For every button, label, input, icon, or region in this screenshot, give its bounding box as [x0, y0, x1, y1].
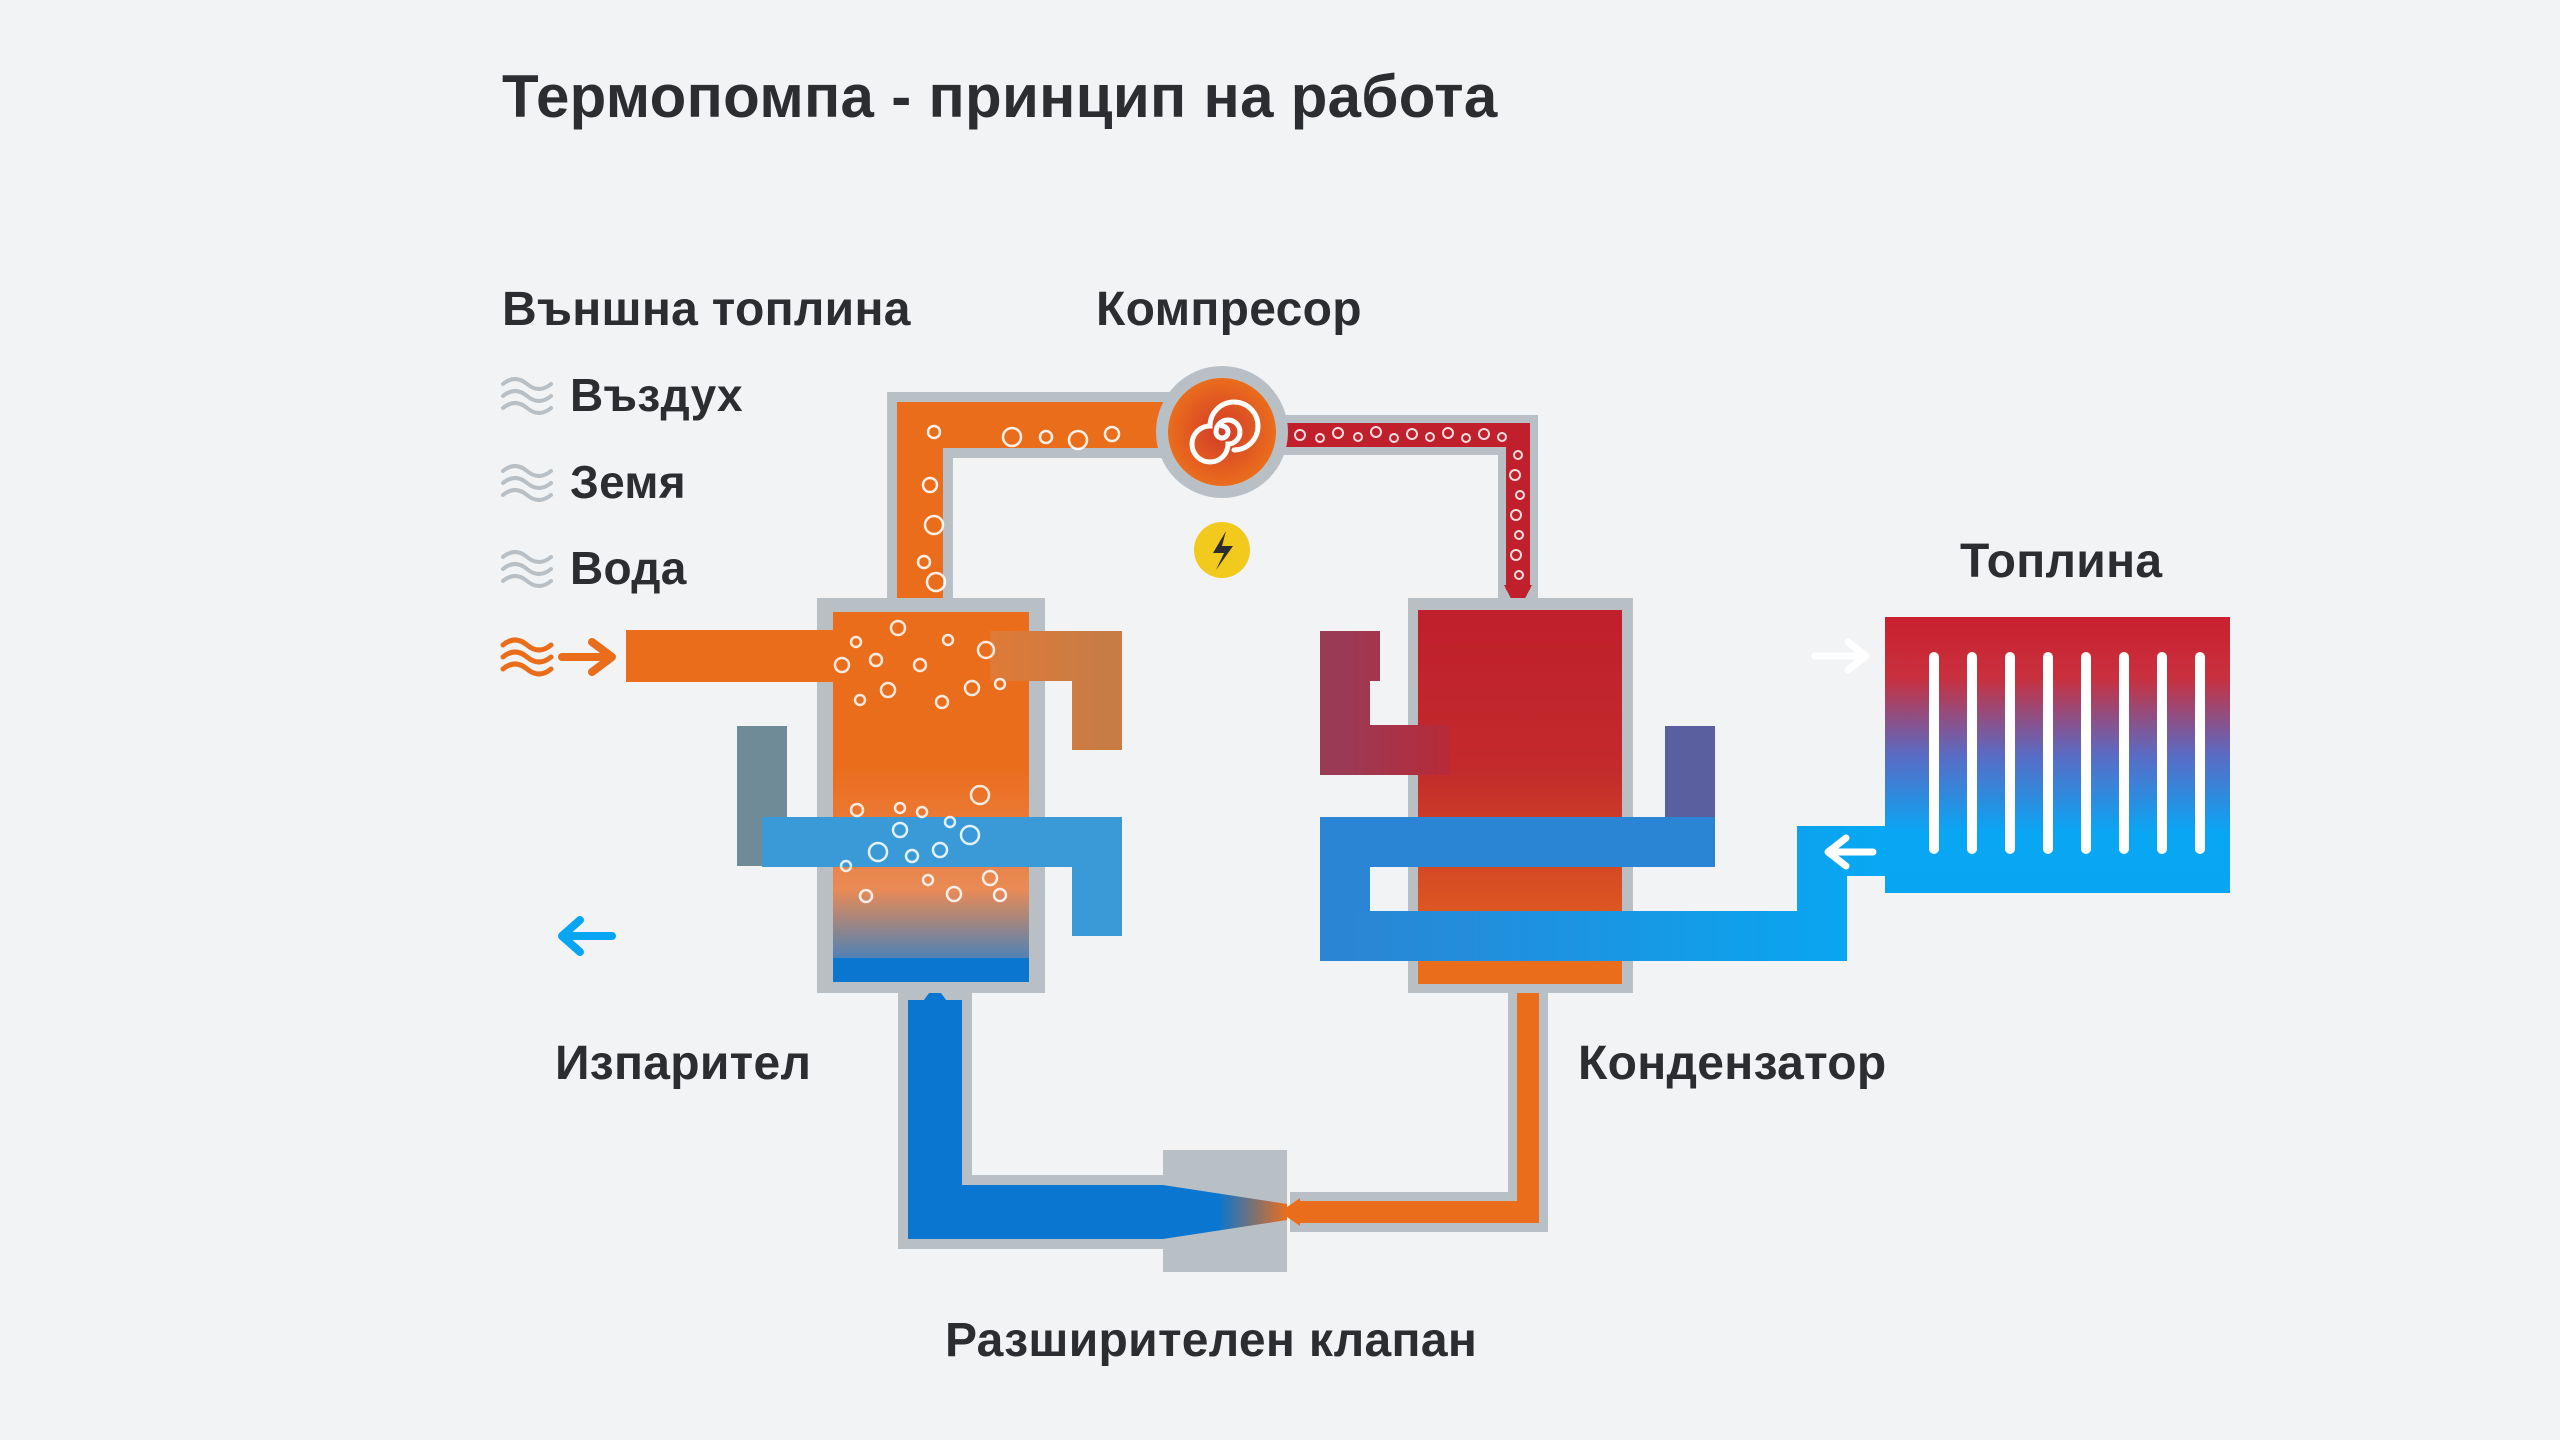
expansion-valve-label: Разширителен клапан — [945, 1314, 1478, 1367]
source-water-label: Вода — [570, 542, 687, 594]
wave-icon — [501, 464, 553, 502]
compressor-label: Компресор — [1096, 283, 1362, 336]
evaporator-label: Изпарител — [555, 1037, 812, 1090]
spiral-icon — [1189, 399, 1261, 465]
evaporator — [626, 598, 1122, 993]
source-ground-label: Земя — [570, 456, 686, 508]
wave-icon — [501, 377, 553, 415]
source-air-label: Въздух — [570, 369, 743, 421]
lightning-icon — [1194, 522, 1250, 578]
pipe-liquid-line — [1280, 985, 1548, 1232]
page-title: Термопомпа - принцип на работа — [502, 63, 1498, 130]
external-heat-label: Външна топлина — [502, 283, 911, 336]
radiator — [1885, 617, 2230, 893]
expansion-valve — [1163, 1150, 1287, 1272]
compressor — [1156, 366, 1288, 498]
wave-icon — [501, 550, 553, 588]
pipe-suction — [887, 392, 1180, 620]
cold-output-arrow-icon — [558, 916, 616, 956]
condenser-label: Кондензатор — [1578, 1037, 1887, 1090]
arrow-icon — [1811, 638, 1877, 870]
heat-label: Топлина — [1960, 535, 2163, 588]
pipe-discharge — [1270, 415, 1538, 612]
condenser — [1320, 598, 1885, 993]
heat-input-icon — [500, 637, 616, 677]
pipe-return-to-evaporator — [898, 985, 1175, 1249]
